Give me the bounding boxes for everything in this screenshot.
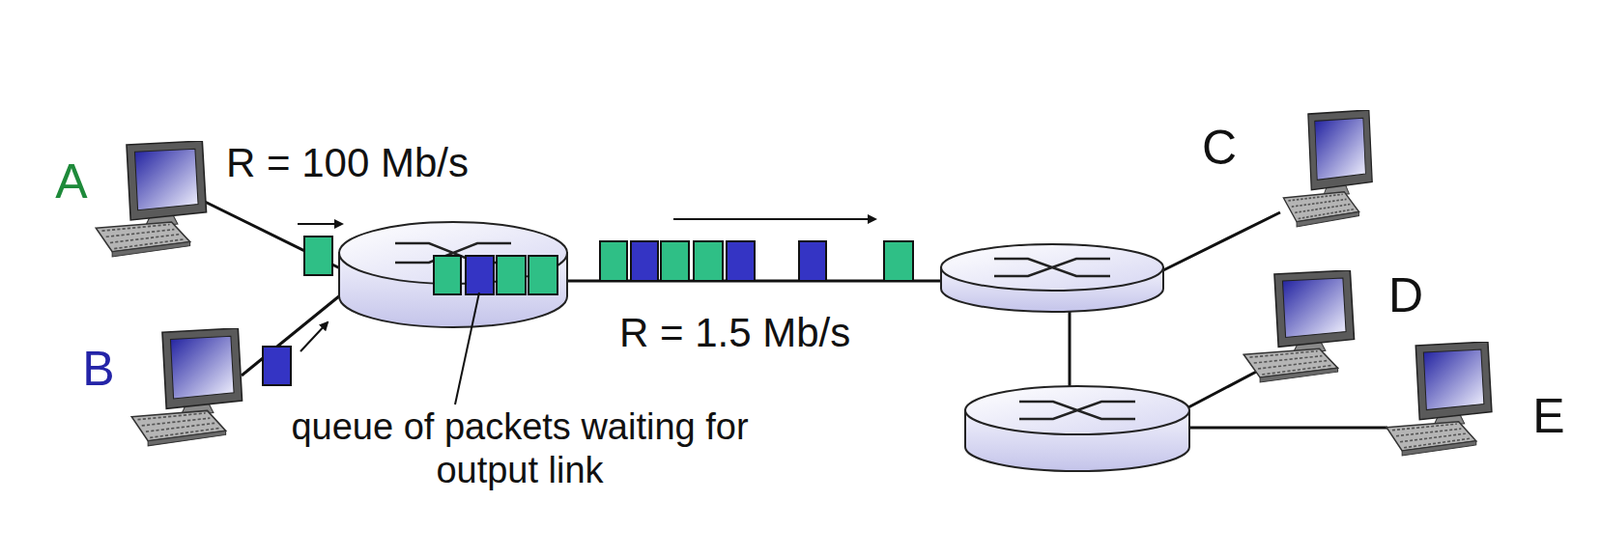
host-computer: A	[91, 141, 215, 260]
link-rate-label: R = 100 Mb/s	[226, 139, 469, 188]
host-label: C	[1201, 123, 1237, 172]
computer-icon	[91, 141, 215, 260]
host-label: E	[1532, 392, 1565, 441]
callout-note: queue of packets waiting for output link	[278, 405, 762, 493]
link-rate-label: R = 1.5 Mb/s	[617, 309, 853, 358]
leader-line	[455, 292, 480, 405]
host-label: B	[82, 344, 115, 394]
host-computer: D	[1239, 270, 1363, 386]
packet	[600, 241, 914, 282]
link-lines	[199, 199, 1388, 429]
packet	[262, 236, 333, 386]
host-label: A	[55, 157, 87, 206]
router-symbol	[965, 386, 1190, 472]
host-computer: E	[1382, 342, 1500, 459]
computer-icon	[1239, 270, 1363, 386]
host-computer: B	[127, 328, 251, 450]
computer-icon	[127, 328, 251, 450]
computer-icon	[1280, 110, 1379, 230]
host-label: D	[1388, 271, 1424, 320]
packet	[433, 256, 558, 295]
router-symbol	[941, 244, 1164, 313]
computer-icon	[1382, 342, 1500, 459]
router-symbol	[339, 222, 568, 328]
host-computer: C	[1280, 110, 1379, 230]
